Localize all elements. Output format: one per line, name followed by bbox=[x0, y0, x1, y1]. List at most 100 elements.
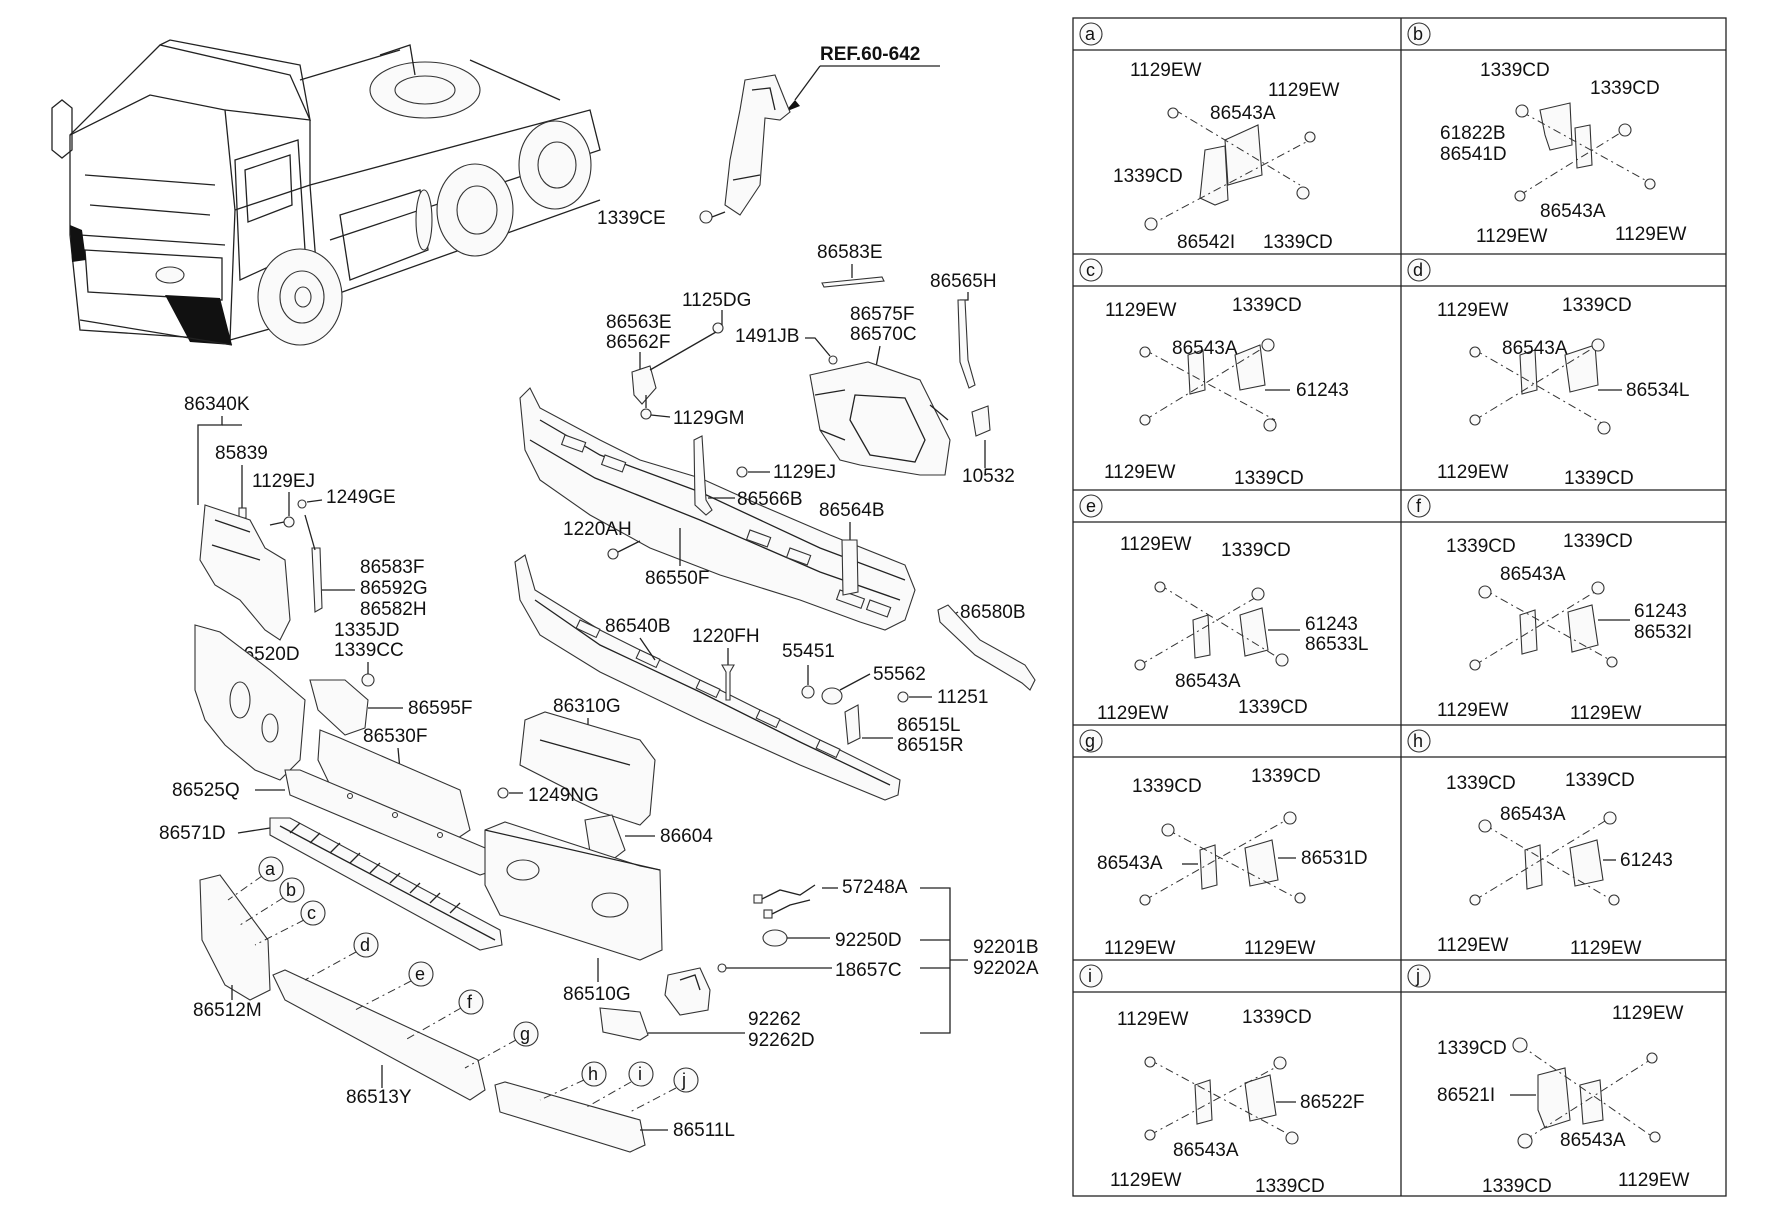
label-1249NG[interactable]: 1249NG bbox=[528, 785, 599, 806]
label-1129EJ-left[interactable]: 1129EJ bbox=[252, 471, 315, 492]
e-label-1129EW-2[interactable]: 1129EW bbox=[1097, 703, 1169, 724]
label-92202A[interactable]: 92202A bbox=[973, 958, 1039, 979]
d-label-86534L[interactable]: 86534L bbox=[1626, 380, 1689, 401]
label-86510G[interactable]: 86510G bbox=[563, 984, 631, 1005]
d-label-86543A[interactable]: 86543A bbox=[1502, 338, 1568, 359]
a-label-86542I[interactable]: 86542I bbox=[1177, 232, 1235, 253]
a-label-86543A[interactable]: 86543A bbox=[1210, 103, 1276, 124]
d-label-1339CD-1[interactable]: 1339CD bbox=[1562, 295, 1632, 316]
label-1335JD[interactable]: 1335JD bbox=[334, 620, 400, 641]
label-86562F[interactable]: 86562F bbox=[606, 332, 670, 353]
e-label-1339CD-2[interactable]: 1339CD bbox=[1238, 697, 1308, 718]
label-86595F[interactable]: 86595F bbox=[408, 698, 472, 719]
b-label-1129EW-1[interactable]: 1129EW bbox=[1476, 226, 1548, 247]
i-label-1129EW-2[interactable]: 1129EW bbox=[1110, 1170, 1182, 1191]
j-label-1129EW-1[interactable]: 1129EW bbox=[1612, 1003, 1684, 1024]
label-86571D[interactable]: 86571D bbox=[159, 823, 226, 844]
label-86512M[interactable]: 86512M bbox=[193, 1000, 262, 1021]
label-86575F[interactable]: 86575F bbox=[850, 304, 914, 325]
label-92262D[interactable]: 92262D bbox=[748, 1030, 815, 1051]
label-86563E[interactable]: 86563E bbox=[606, 312, 672, 333]
d-label-1129EW-2[interactable]: 1129EW bbox=[1437, 462, 1509, 483]
b-label-1129EW-2[interactable]: 1129EW bbox=[1615, 224, 1687, 245]
i-label-86543A[interactable]: 86543A bbox=[1173, 1140, 1239, 1161]
label-1339CC[interactable]: 1339CC bbox=[334, 640, 404, 661]
c-label-1339CD-2[interactable]: 1339CD bbox=[1234, 468, 1304, 489]
label-86511L[interactable]: 86511L bbox=[673, 1120, 735, 1141]
c-label-86543A[interactable]: 86543A bbox=[1172, 338, 1238, 359]
label-1129GM[interactable]: 1129GM bbox=[673, 408, 744, 429]
a-label-1339CD-2[interactable]: 1339CD bbox=[1263, 232, 1333, 253]
label-86580B[interactable]: 86580B bbox=[960, 602, 1026, 623]
b-label-61822B[interactable]: 61822B bbox=[1440, 123, 1506, 144]
label-86525Q[interactable]: 86525Q bbox=[172, 780, 240, 801]
label-1125DG[interactable]: 1125DG bbox=[682, 290, 751, 311]
g-label-1129EW-1[interactable]: 1129EW bbox=[1104, 938, 1176, 959]
label-1220AH[interactable]: 1220AH bbox=[563, 519, 632, 540]
e-label-86533L[interactable]: 86533L bbox=[1305, 634, 1368, 655]
label-86604[interactable]: 86604 bbox=[660, 826, 713, 847]
j-label-86521I[interactable]: 86521I bbox=[1437, 1085, 1495, 1106]
label-86592G[interactable]: 86592G bbox=[360, 578, 428, 599]
label-86570C[interactable]: 86570C bbox=[850, 324, 917, 345]
j-label-1339CD-2[interactable]: 1339CD bbox=[1482, 1176, 1552, 1197]
h-label-1129EW-2[interactable]: 1129EW bbox=[1570, 938, 1642, 959]
label-1339CE[interactable]: 1339CE bbox=[597, 208, 666, 229]
h-label-61243[interactable]: 61243 bbox=[1620, 850, 1673, 871]
label-55562[interactable]: 55562 bbox=[873, 664, 926, 685]
f-label-61243[interactable]: 61243 bbox=[1634, 601, 1687, 622]
h-label-1129EW-1[interactable]: 1129EW bbox=[1437, 935, 1509, 956]
c-label-1129EW-1[interactable]: 1129EW bbox=[1105, 300, 1177, 321]
label-1249GE[interactable]: 1249GE bbox=[326, 487, 396, 508]
label-86340K[interactable]: 86340K bbox=[184, 394, 250, 415]
f-label-1129EW-2[interactable]: 1129EW bbox=[1570, 703, 1642, 724]
b-label-1339CD-1[interactable]: 1339CD bbox=[1480, 60, 1550, 81]
h-label-86543A[interactable]: 86543A bbox=[1500, 804, 1566, 825]
c-label-1339CD-1[interactable]: 1339CD bbox=[1232, 295, 1302, 316]
g-label-1339CD-2[interactable]: 1339CD bbox=[1251, 766, 1321, 787]
f-label-86532I[interactable]: 86532I bbox=[1634, 622, 1692, 643]
f-label-1339CD-2[interactable]: 1339CD bbox=[1563, 531, 1633, 552]
f-label-1339CD-1[interactable]: 1339CD bbox=[1446, 536, 1516, 557]
i-label-1129EW-1[interactable]: 1129EW bbox=[1117, 1009, 1189, 1030]
label-10532[interactable]: 10532 bbox=[962, 466, 1015, 487]
i-label-1339CD-1[interactable]: 1339CD bbox=[1242, 1007, 1312, 1028]
a-label-1339CD-1[interactable]: 1339CD bbox=[1113, 166, 1183, 187]
label-85839[interactable]: 85839 bbox=[215, 443, 268, 464]
label-86550F[interactable]: 86550F bbox=[645, 568, 709, 589]
ref-label[interactable]: REF.60-642 bbox=[820, 44, 920, 65]
label-55451[interactable]: 55451 bbox=[782, 641, 835, 662]
a-label-1129EW-2[interactable]: 1129EW bbox=[1268, 80, 1340, 101]
label-18657C[interactable]: 18657C bbox=[835, 960, 902, 981]
c-label-61243[interactable]: 61243 bbox=[1296, 380, 1349, 401]
d-label-1339CD-2[interactable]: 1339CD bbox=[1564, 468, 1634, 489]
f-label-86543A[interactable]: 86543A bbox=[1500, 564, 1566, 585]
label-57248A[interactable]: 57248A bbox=[842, 877, 908, 898]
label-92201B[interactable]: 92201B bbox=[973, 937, 1039, 958]
e-label-1129EW-1[interactable]: 1129EW bbox=[1120, 534, 1192, 555]
label-92250D[interactable]: 92250D bbox=[835, 930, 902, 951]
g-label-86543A[interactable]: 86543A bbox=[1097, 853, 1163, 874]
label-86566B[interactable]: 86566B bbox=[737, 489, 803, 510]
j-label-1129EW-2[interactable]: 1129EW bbox=[1618, 1170, 1690, 1191]
i-label-86522F[interactable]: 86522F bbox=[1300, 1092, 1364, 1113]
j-label-1339CD-1[interactable]: 1339CD bbox=[1437, 1038, 1507, 1059]
label-86540B[interactable]: 86540B bbox=[605, 616, 671, 637]
label-86530F[interactable]: 86530F bbox=[363, 726, 427, 747]
j-label-86543A[interactable]: 86543A bbox=[1560, 1130, 1626, 1151]
e-label-1339CD-1[interactable]: 1339CD bbox=[1221, 540, 1291, 561]
g-label-1129EW-2[interactable]: 1129EW bbox=[1244, 938, 1316, 959]
label-1491JB[interactable]: 1491JB bbox=[735, 326, 799, 347]
e-label-86543A[interactable]: 86543A bbox=[1175, 671, 1241, 692]
label-92262[interactable]: 92262 bbox=[748, 1009, 801, 1030]
label-86515R[interactable]: 86515R bbox=[897, 735, 964, 756]
a-label-1129EW-1[interactable]: 1129EW bbox=[1130, 60, 1202, 81]
g-label-86531D[interactable]: 86531D bbox=[1301, 848, 1368, 869]
label-86582H[interactable]: 86582H bbox=[360, 599, 427, 620]
label-86564B[interactable]: 86564B bbox=[819, 500, 885, 521]
c-label-1129EW-2[interactable]: 1129EW bbox=[1104, 462, 1176, 483]
label-86310G[interactable]: 86310G bbox=[553, 696, 621, 717]
b-label-1339CD-2[interactable]: 1339CD bbox=[1590, 78, 1660, 99]
h-label-1339CD-2[interactable]: 1339CD bbox=[1565, 770, 1635, 791]
label-11251[interactable]: 11251 bbox=[937, 687, 988, 708]
